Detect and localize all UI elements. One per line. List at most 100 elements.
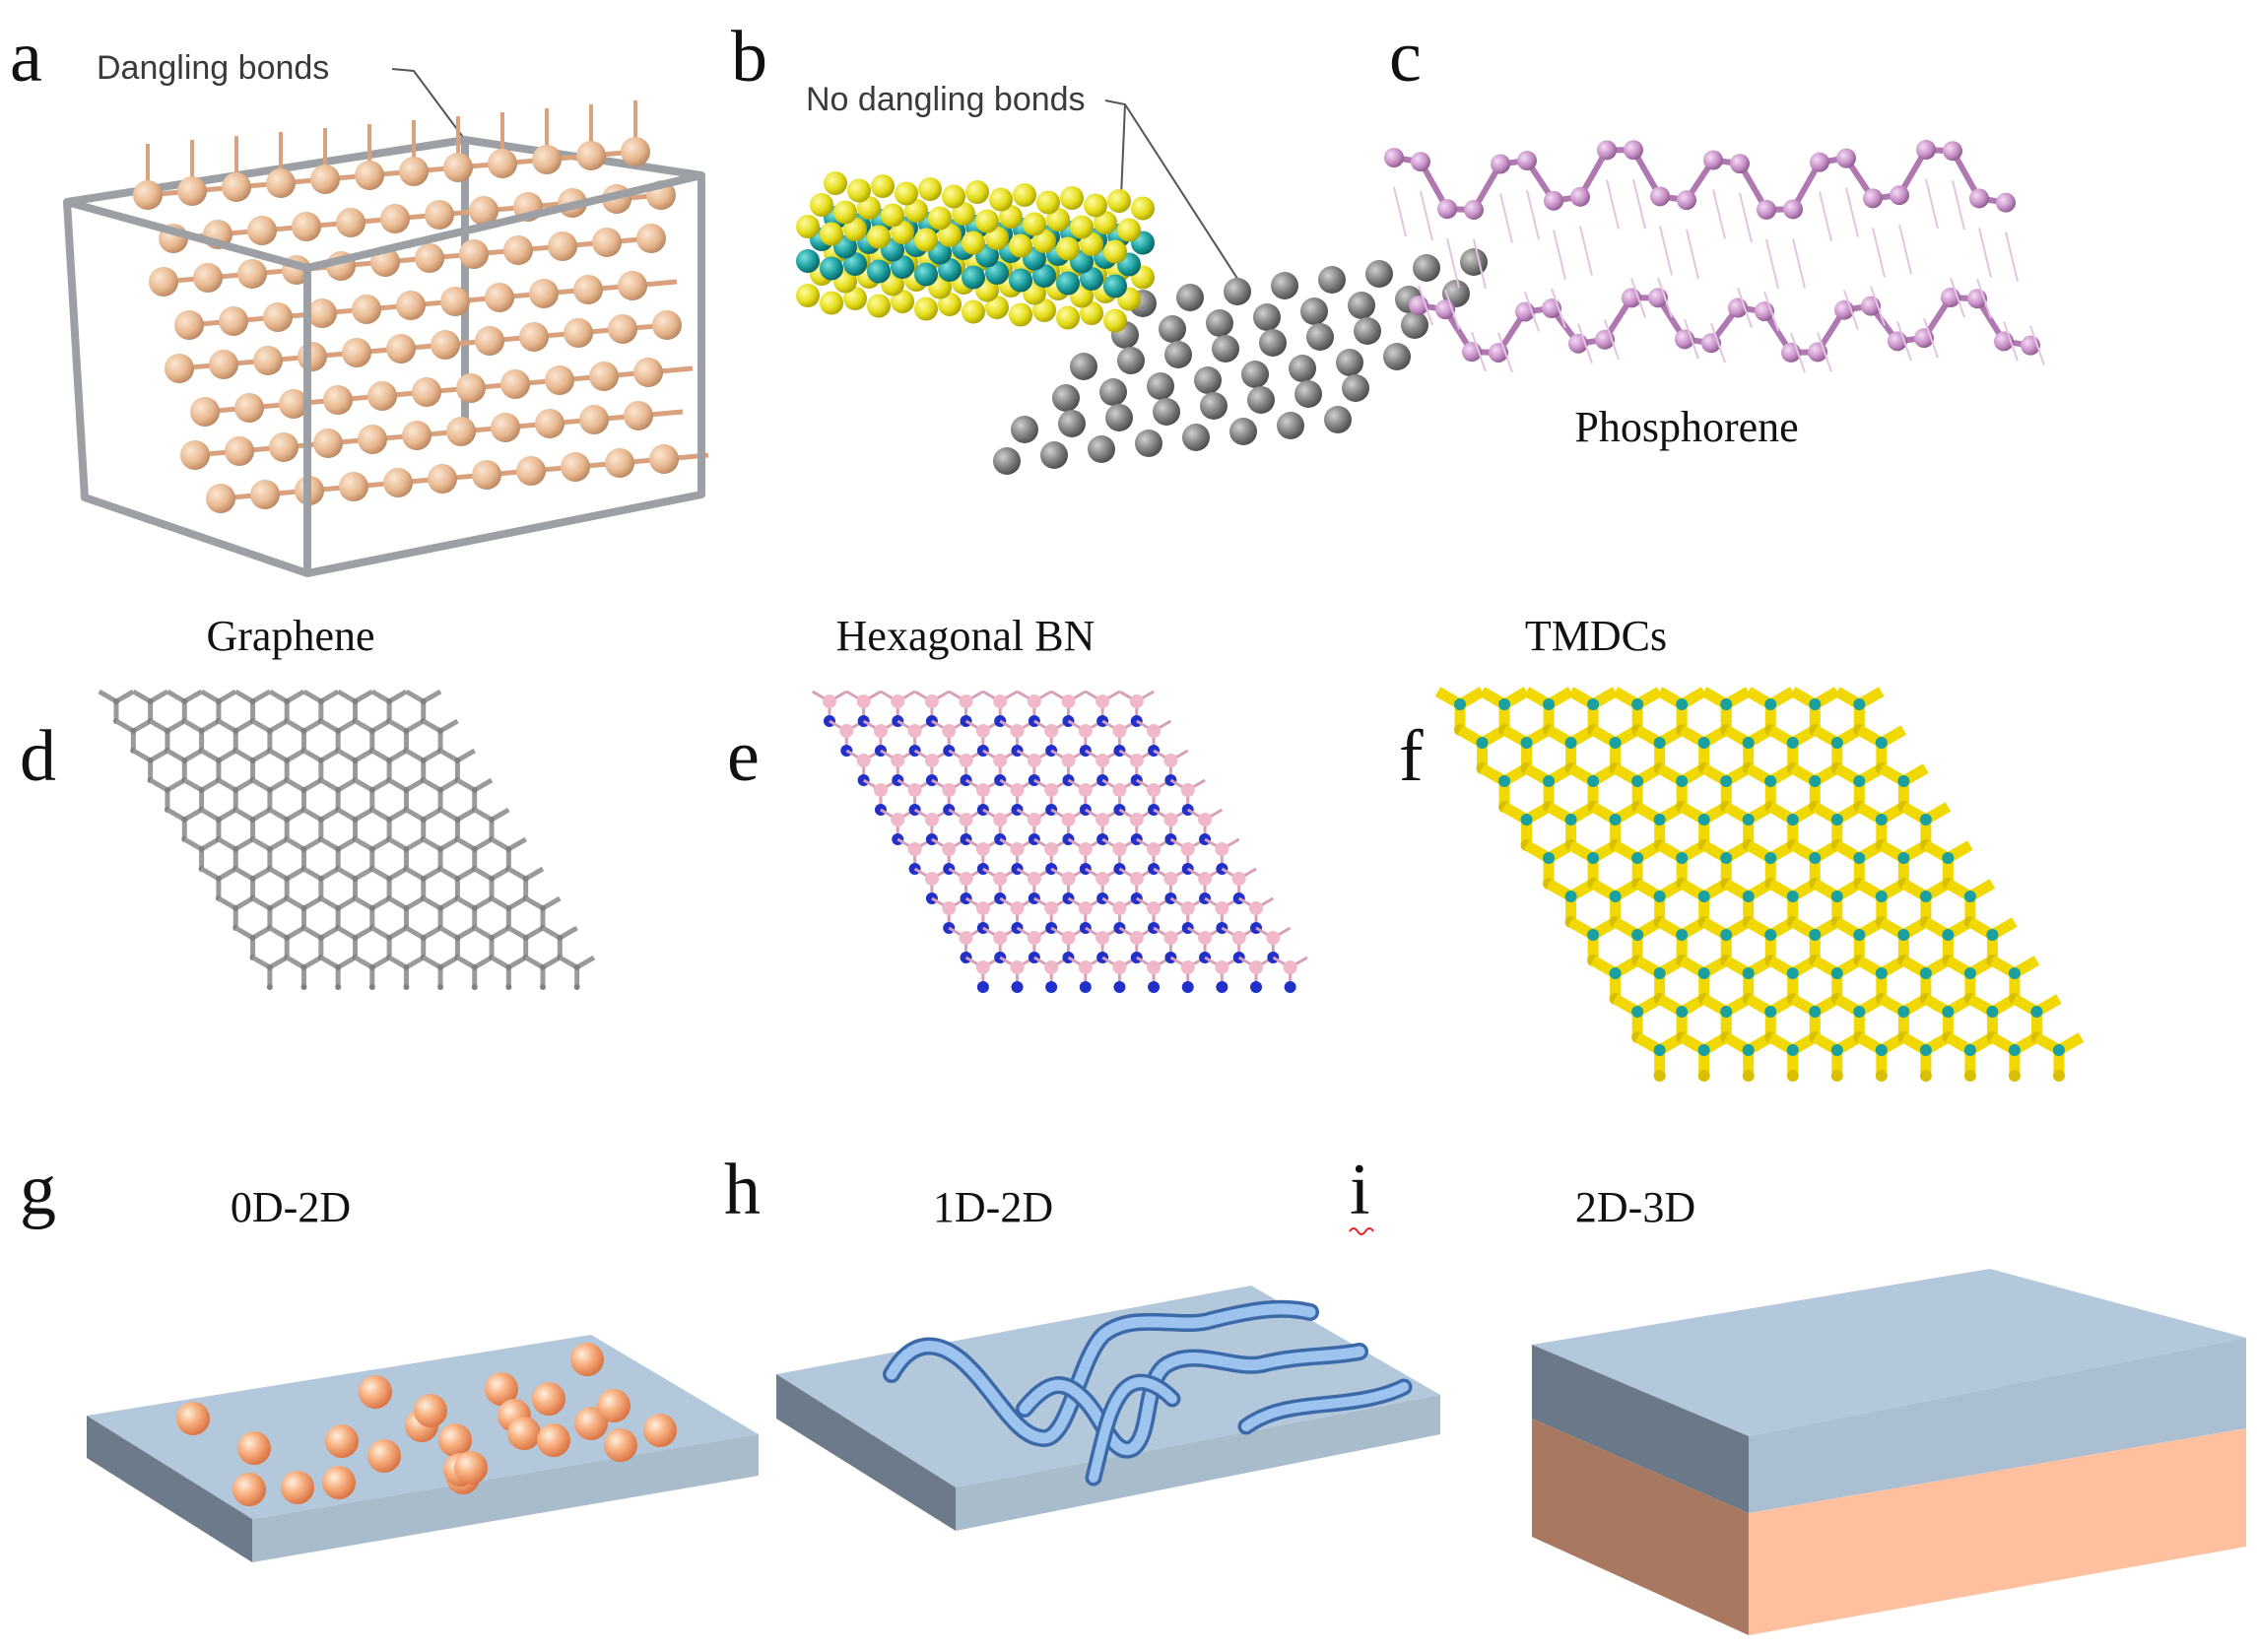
hbn-atom-a — [1181, 842, 1195, 856]
crystal-atom — [234, 393, 264, 423]
graphene-atom-a — [284, 698, 290, 704]
graphene-atom — [1011, 416, 1038, 443]
phos-top-atom — [1384, 148, 1404, 167]
hbn-atom-a — [993, 813, 1007, 826]
panel-g-letter: g — [20, 1150, 56, 1230]
graphene-atom — [1105, 404, 1133, 431]
nanoparticle-sphere — [237, 1431, 271, 1465]
tmdc-atom-a — [1698, 737, 1710, 749]
graphene-bond — [253, 810, 270, 820]
graphene-bond — [492, 869, 508, 879]
phos-depth-line — [1554, 231, 1565, 280]
sulfur-atom-top — [824, 171, 847, 195]
graphene-atom — [1070, 353, 1097, 380]
graphene-atom-a — [352, 817, 358, 823]
hbn-atom-b — [1080, 981, 1092, 993]
graphene-bond — [321, 839, 338, 849]
graphene-bond — [372, 692, 389, 701]
graphene-bond — [492, 958, 508, 967]
graphene-atom — [1401, 311, 1428, 339]
tmdc-atom-b — [1876, 1070, 1888, 1082]
hbn-atom-a — [1147, 901, 1161, 915]
tmdc-atom-a — [1676, 929, 1688, 941]
graphene-bond — [372, 751, 389, 760]
tmdc-atom-a — [1897, 852, 1909, 864]
sulfur-atom-top — [928, 207, 952, 231]
graphene-atom-a — [386, 876, 392, 882]
graphene-bond — [270, 839, 287, 849]
hbn-atom-a — [1112, 842, 1126, 856]
graphene-atom-a — [250, 935, 256, 941]
crystal-atom — [380, 204, 410, 233]
tmdc-atom-a — [2009, 1044, 2021, 1056]
tmdc-atom-a — [1764, 775, 1776, 787]
graphene-bond — [304, 958, 321, 967]
tmdc-atom-a — [1787, 737, 1799, 749]
tmdc-atom-a — [1942, 852, 1954, 864]
crystal-atom — [313, 429, 343, 458]
graphene-bond — [406, 810, 423, 820]
hbn-atom-a — [1095, 694, 1109, 708]
graphene-atom-a — [369, 964, 375, 970]
graphene-bond — [475, 898, 492, 908]
graphene-atom-b — [335, 984, 341, 990]
graphene-bond — [287, 810, 303, 820]
graphene-bond — [219, 721, 235, 731]
crystal-atom — [485, 283, 514, 312]
tmdc-atom-a — [1587, 775, 1599, 787]
graphene-bond — [457, 751, 474, 760]
nanoparticle-sphere — [532, 1382, 565, 1416]
tmdc-atom-a — [1809, 852, 1821, 864]
hbn-atom-a — [1163, 931, 1177, 945]
tmdc-atom-a — [1631, 698, 1643, 710]
graphene-atom-a — [301, 846, 307, 852]
tmdc-atom-a — [1920, 814, 1932, 826]
hbn-atom-a — [960, 872, 973, 886]
hbn-atom-a — [1266, 931, 1280, 945]
graphene-bond — [492, 839, 508, 849]
tmdc-atom-a — [1964, 891, 1976, 902]
graphene-bond — [406, 692, 423, 701]
graphene-atom — [1241, 361, 1269, 388]
tmdc-atom-a — [1521, 737, 1533, 749]
phos-depth-line — [1953, 180, 1964, 230]
crystal-atom — [579, 405, 609, 434]
crystal-atom — [177, 176, 207, 206]
tmdc-atom-a — [1565, 737, 1577, 749]
crystal-atom — [516, 456, 546, 486]
graphene-bond — [253, 839, 270, 849]
hbn-atom-a — [1028, 872, 1041, 886]
hbn-atom-a — [857, 694, 871, 708]
tmdc-atom-a — [1543, 698, 1555, 710]
graphene-atom-a — [199, 787, 205, 793]
hbn-atom-a — [1181, 783, 1195, 797]
graphene-atom-a — [267, 787, 273, 793]
graphene-atom — [1099, 378, 1127, 406]
graphene-bond — [406, 780, 423, 790]
graphene-bond — [184, 751, 201, 760]
graphene-atom-a — [318, 817, 324, 823]
panel-b: b No dangling bonds — [731, 17, 1488, 475]
hbn-atom-a — [874, 783, 888, 797]
no-dangling-bonds-callout: No dangling bonds — [806, 81, 1086, 118]
graphene-bond — [406, 869, 423, 879]
graphene-atom-a — [250, 698, 256, 704]
crystal-atom — [500, 369, 530, 399]
phos-depth-line — [1527, 190, 1539, 239]
graphene-bond — [287, 721, 303, 731]
sulfur-atom-top — [1060, 186, 1084, 210]
tmdc-atom-a — [1631, 929, 1643, 941]
sulfur-atom-top — [975, 210, 999, 233]
graphene-bond — [508, 869, 525, 879]
crystal-atom — [503, 235, 533, 265]
graphene-atom-a — [318, 876, 324, 882]
tmdc-atom-b — [1654, 1070, 1666, 1082]
graphene-atom-a — [232, 846, 238, 852]
graphene-bond — [389, 780, 406, 790]
hbn-atom-a — [1079, 724, 1093, 738]
nanoparticle-sphere — [176, 1402, 210, 1435]
phos-depth-line — [1846, 188, 1858, 237]
graphene-atom-b — [301, 984, 307, 990]
